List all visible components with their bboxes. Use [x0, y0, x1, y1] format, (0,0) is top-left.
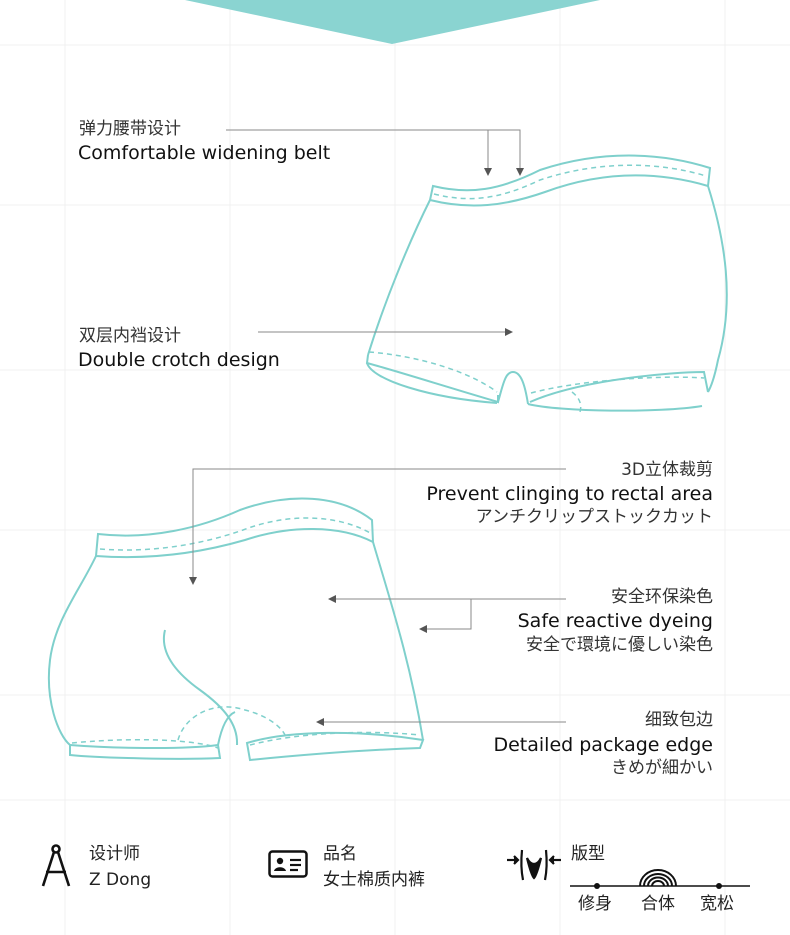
- compass-icon: [41, 844, 71, 887]
- crotch-cn-label: 双层内裆设计: [79, 326, 181, 346]
- edge-jp-label: きめが細かい: [611, 758, 713, 778]
- belt-cn-label: 弹力腰带设计: [79, 119, 181, 139]
- top-banner-shape: [185, 0, 600, 44]
- fit-option-regular: 合体: [641, 894, 675, 914]
- designer-label: 设计师: [89, 844, 140, 864]
- fit-option-slim: 修身: [578, 894, 612, 914]
- cut-jp-label: アンチクリップストックカット: [475, 507, 713, 527]
- dye-en-label: Safe reactive dyeing: [517, 610, 713, 632]
- fit-label: 版型: [571, 844, 605, 864]
- product-label: 品名: [323, 844, 357, 864]
- product-value: 女士棉质内裤: [323, 870, 425, 890]
- dye-cn-label: 安全环保染色: [611, 587, 713, 607]
- dye-jp-label: 安全で環境に優しい染色: [526, 635, 713, 655]
- crotch-en-label: Double crotch design: [78, 349, 280, 371]
- cut-en-label: Prevent clinging to rectal area: [426, 483, 713, 505]
- edge-cn-label: 细致包边: [645, 710, 713, 730]
- designer-value: Z Dong: [89, 870, 152, 890]
- waist-fit-icon: [507, 849, 561, 881]
- cut-cn-label: 3D立体裁剪: [621, 460, 713, 480]
- edge-en-label: Detailed package edge: [493, 734, 713, 756]
- fit-option-loose: 宽松: [700, 894, 734, 914]
- fit-scale: [570, 869, 750, 889]
- id-card-icon: [268, 850, 308, 878]
- belt-en-label: Comfortable widening belt: [78, 142, 331, 164]
